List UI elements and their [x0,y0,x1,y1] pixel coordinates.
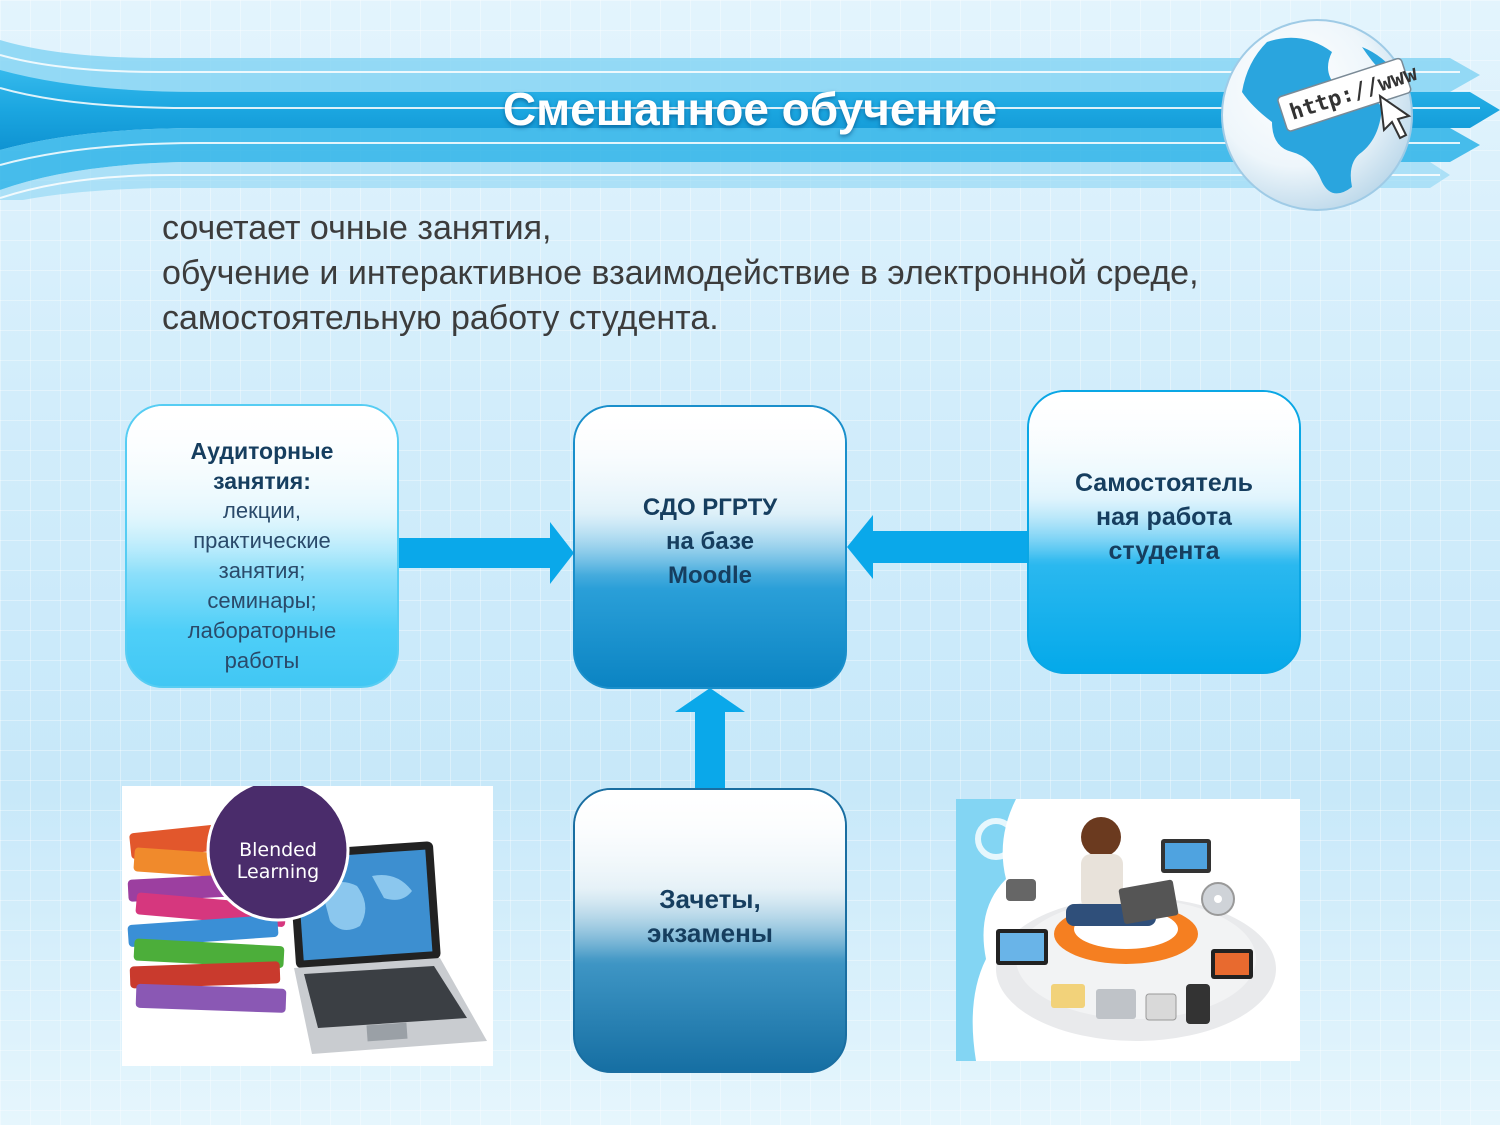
node-line: Moodle [668,562,752,589]
intro-line: обучение и интерактивное взаимодействие … [162,254,1199,292]
node-line: экзамены [646,917,773,948]
node-self-study: Самостоятель ная работа студента [1027,390,1301,674]
node-line: СДО РГРТУ [642,494,778,521]
node-exams: Зачеты, экзамены [573,788,847,1073]
node-item: лабораторные [187,618,337,643]
node-item: семинары; [207,588,317,613]
title-banner [0,40,1500,200]
gloss [1029,392,1299,672]
gloss [575,407,845,687]
arrow-right [398,522,574,584]
node-item: практические [193,528,331,553]
intro-text: сочетает очные занятия, обучение и интер… [162,206,1412,341]
node-line: Зачеты, [659,883,761,914]
node-content: Самостоятель ная работа студента [1029,392,1299,672]
blended-learning-illustration: Blended Learning [122,786,493,1066]
gloss [575,790,845,1071]
books-laptop-icon: Blended Learning [127,786,487,1054]
arrow-up [675,688,745,790]
intro-line: сочетает очные занятия, [162,209,552,247]
badge-line: Learning [237,861,320,883]
node-content: СДО РГРТУ на базе Moodle [575,407,845,687]
node-heading-line: Аудиторные [190,438,334,464]
gloss [127,406,397,686]
student-devices-icon [956,799,1300,1061]
node-item: лекции, [223,498,301,523]
node-line: Самостоятель [1074,469,1254,497]
node-content: Аудиторные занятия: лекции, практические… [127,406,397,686]
node-content: Зачеты, экзамены [575,790,845,1071]
node-line: ная работа [1096,503,1232,531]
intro-line: самостоятельную работу студента. [162,299,719,337]
node-heading-line: занятия: [213,468,311,494]
node-line: студента [1108,537,1220,565]
node-item: работы [224,648,300,673]
node-lms-moodle: СДО РГРТУ на базе Moodle [573,405,847,689]
badge-line: Blended [239,839,317,861]
node-item: занятия; [218,558,306,583]
arrow-left [847,515,1029,579]
slide-title: Смешанное обучение [502,83,998,135]
node-line: на базе [666,528,754,555]
globe-icon: http://www. [1221,19,1417,211]
node-classroom-classes: Аудиторные занятия: лекции, практические… [125,404,399,688]
self-study-illustration [956,799,1300,1061]
